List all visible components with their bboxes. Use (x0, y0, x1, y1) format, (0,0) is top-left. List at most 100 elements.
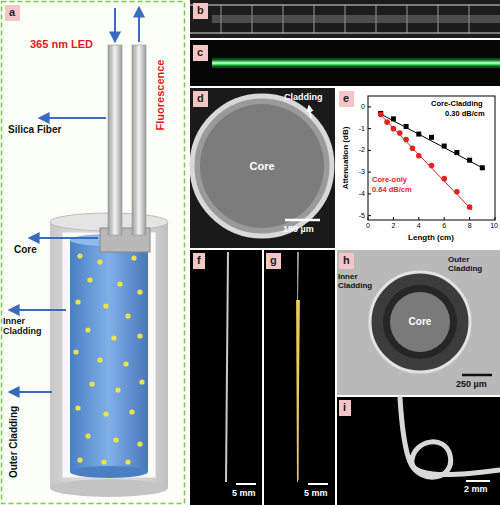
figure-part (85, 433, 90, 438)
data-point (442, 144, 447, 149)
emission-arrow (138, 8, 140, 42)
part-label: Cladding (284, 92, 323, 102)
figure-part (370, 272, 470, 372)
leader-arrow (40, 117, 106, 119)
figure-part (390, 292, 450, 352)
scale-bar-label: 5 mm (232, 488, 256, 498)
figure-part (97, 259, 102, 264)
nanoparticle-dots (73, 253, 144, 464)
part-label: Core (14, 244, 37, 256)
figure-part (123, 361, 128, 366)
figure-part (308, 483, 328, 485)
tick-mark (469, 217, 470, 220)
tick-mark (368, 106, 371, 107)
panel-h-cross-section (337, 250, 500, 395)
outer-cladding (50, 479, 168, 497)
figure-part (87, 277, 92, 282)
source-label: 365 nm LED (30, 38, 93, 51)
leader-arrow (10, 309, 66, 311)
part-label: Outer Cladding (8, 406, 20, 478)
data-point (391, 126, 397, 132)
data-point (403, 137, 409, 143)
tick-label: 2 (391, 222, 395, 230)
panel-frame (2, 2, 185, 504)
tick-mark (495, 217, 496, 220)
panel-letter: b (197, 4, 204, 16)
figure-part (466, 480, 490, 482)
figure-part (131, 255, 136, 260)
tick-label: 0 (366, 222, 370, 230)
tick-mark (418, 217, 419, 220)
panel-letter: g (270, 254, 277, 266)
figure-part (212, 58, 500, 68)
panel-letter: d (197, 92, 204, 104)
series-value: 0.30 dB/cm (445, 110, 485, 119)
figure-part (400, 398, 500, 477)
figure-part (113, 437, 118, 442)
figure-part (296, 300, 300, 482)
panel-b-photo (190, 0, 500, 38)
figure-part (85, 327, 90, 332)
panel-g-photo (264, 250, 335, 505)
tick-mark (368, 172, 371, 173)
panel-letter: a (9, 6, 15, 18)
outer-cladding (50, 222, 168, 488)
data-point (416, 132, 421, 137)
figure-part (137, 441, 142, 446)
figure-part (115, 387, 120, 392)
figure-part (200, 104, 324, 228)
tick-label: 4 (417, 222, 421, 230)
figure-part (125, 313, 130, 318)
chart-ground (337, 88, 500, 248)
figure-part (190, 0, 500, 38)
panel-label-box: a (5, 5, 20, 21)
panel-label-box: c (193, 45, 208, 61)
figure-part (137, 333, 142, 338)
figure-part (462, 374, 492, 377)
leader-arrow (30, 237, 98, 239)
panel-label-box: f (193, 253, 205, 269)
tick-mark (393, 217, 394, 220)
tick-label: 10 (490, 222, 498, 230)
tick-label: -5 (359, 212, 365, 220)
panel-letter: e (343, 92, 349, 104)
plot-frame (368, 96, 495, 220)
tick-mark (368, 150, 371, 151)
figure-part (137, 289, 142, 294)
scale-bar-label: 2 mm (464, 484, 488, 494)
figure-part (111, 335, 116, 340)
silica-fiber (132, 45, 146, 235)
figure-part (75, 299, 80, 304)
figure-part (212, 62, 500, 64)
figure-part (309, 106, 311, 118)
panel-label-box: g (266, 253, 281, 269)
panel-label-box: i (339, 400, 351, 416)
figure-part (117, 281, 122, 286)
series-label: Core-only (372, 176, 407, 185)
part-label: Core (249, 160, 274, 173)
tick-mark (444, 217, 445, 220)
figure-part (337, 397, 500, 505)
tick-mark (368, 128, 371, 129)
tick-label: 6 (442, 222, 446, 230)
scale-bar-label: 150 µm (283, 224, 314, 234)
fit-line (378, 112, 472, 210)
data-point (416, 153, 422, 159)
figure-part (264, 250, 335, 505)
data-point (467, 158, 472, 163)
figure-part (75, 405, 80, 410)
panel-label-box: b (193, 3, 208, 19)
figure-part (236, 483, 256, 485)
figure-part (103, 303, 108, 308)
inner-cladding (62, 232, 156, 478)
data-point (384, 119, 390, 125)
panel-letter: c (197, 46, 203, 58)
panel-label-box: h (339, 253, 354, 269)
data-point (397, 130, 403, 136)
figure-part (77, 457, 82, 462)
part-label: Outer Cladding (448, 255, 498, 273)
tick-label: 0 (361, 103, 365, 111)
attenuation-chart (368, 96, 495, 220)
